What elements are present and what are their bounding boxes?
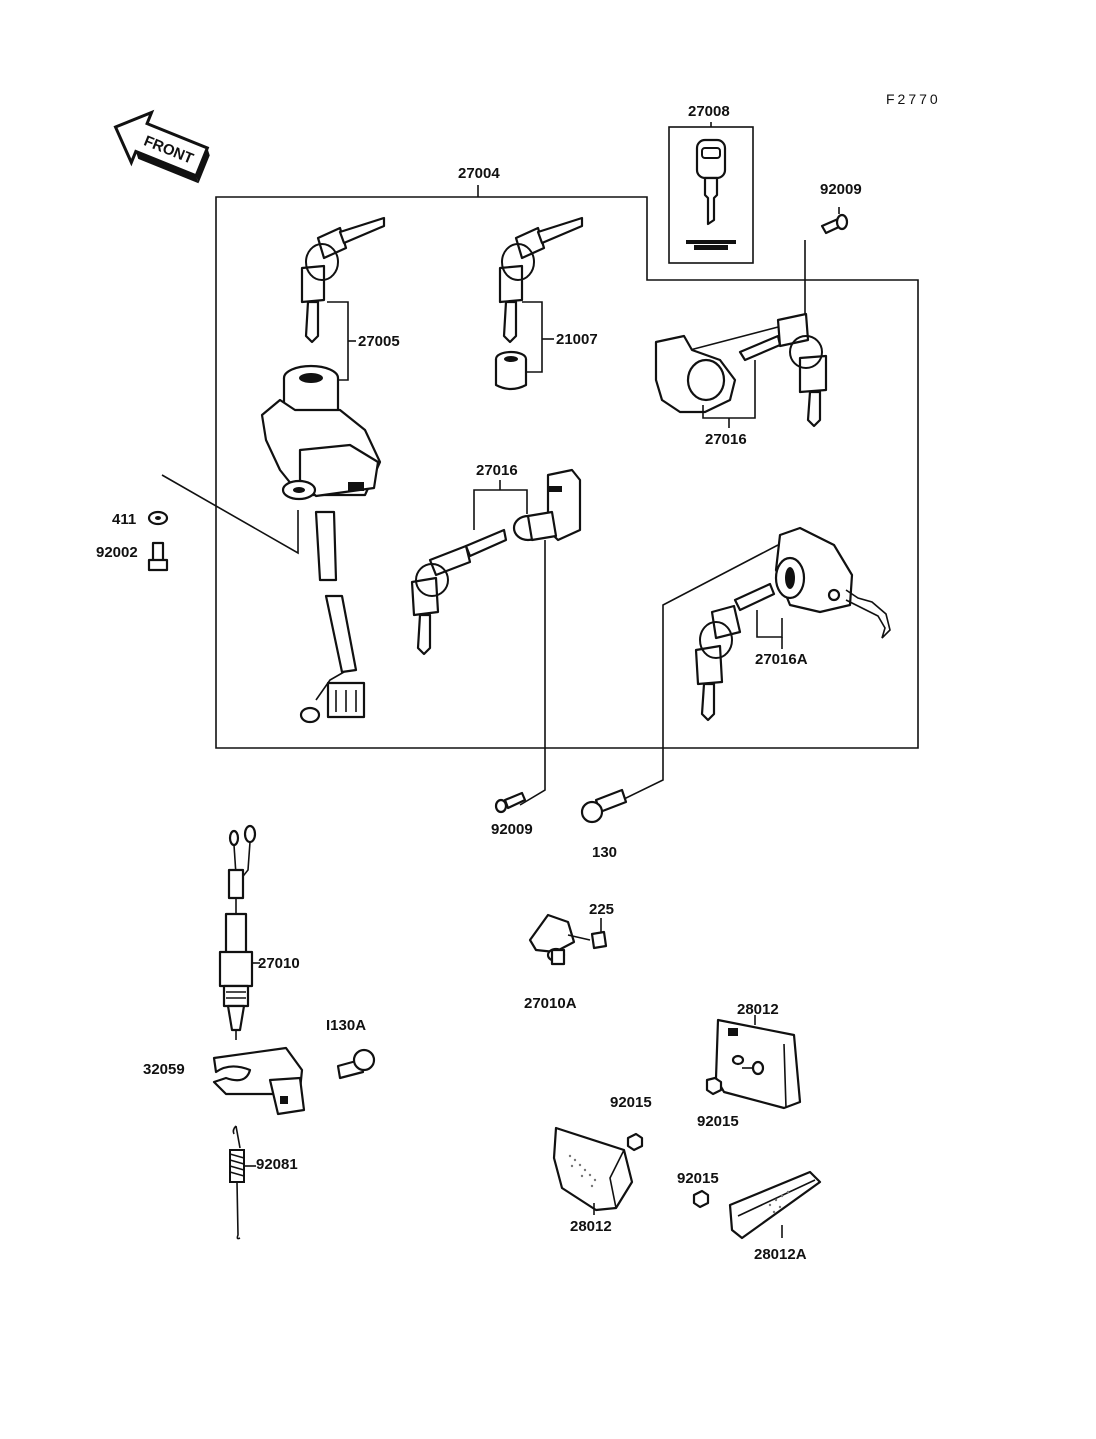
label-28012A: 28012A [754,1246,807,1263]
reflector-28012-right [714,1015,802,1110]
label-27010: 27010 [258,955,300,972]
ignition-switch [161,216,386,582]
bolt-92002 [147,541,169,572]
label-27016-center: 27016 [476,462,518,479]
label-225: 225 [589,901,615,918]
label-92015-right: 92015 [697,1113,739,1130]
kit-frame-27004 [215,185,919,749]
washer-411 [147,510,169,526]
label-27004: 27004 [458,165,500,182]
bolt-130A [336,1048,376,1080]
label-27010A: 27010A [524,995,577,1012]
nut-92015-bottom [692,1189,710,1209]
label-92002: 92002 [96,544,138,561]
switch-27010A [528,913,608,966]
helmet-lock-27016A [621,526,891,801]
label-411: 411 [112,511,137,528]
label-21007: 21007 [556,331,598,348]
front-arrow-icon: FRONT [113,109,210,184]
label-27005: 27005 [358,333,400,350]
label-92081: 92081 [256,1156,298,1173]
bracket-32059 [212,1046,306,1116]
key-card-27008 [668,122,754,264]
helmet-lock-27016-center [410,468,582,806]
switch-27010 [218,824,260,1040]
label-28012-right: 28012 [737,1001,779,1018]
label-92015-bottom: 92015 [677,1170,719,1187]
helmet-lock-27016-right [654,312,828,428]
switch-harness [299,594,366,724]
seat-lock-21007 [494,216,584,391]
bolt-130 [580,788,628,824]
reflector-28012-left [552,1126,634,1215]
label-92009-top: 92009 [820,181,862,198]
nut-92015-right [705,1076,723,1096]
label-27016-right: 27016 [705,431,747,448]
nut-92015-left [626,1132,644,1152]
screw-92009-bottom [494,791,527,814]
reflector-28012A [728,1170,822,1240]
label-130: 130 [592,844,618,861]
label-92015-left: 92015 [610,1094,652,1111]
figure-code: F2770 [886,91,941,107]
label-130A: I130A [326,1017,367,1034]
spring-92081 [229,1125,256,1240]
label-27016A: 27016A [755,651,808,668]
label-92009-bottom: 92009 [491,821,533,838]
label-28012-left: 28012 [570,1218,612,1235]
label-32059: 32059 [143,1061,185,1078]
label-27008: 27008 [688,103,730,120]
